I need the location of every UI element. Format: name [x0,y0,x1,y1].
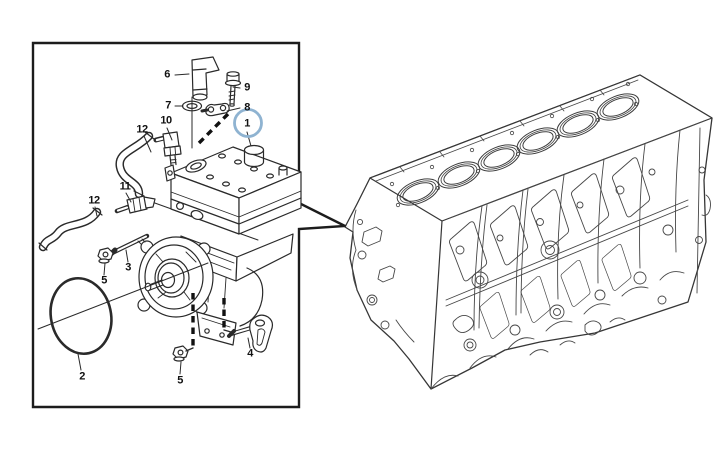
left-end-details [352,209,415,343]
callout-4: 4 [247,347,253,360]
compressor-mount-illustration [196,311,237,346]
front-face-details [452,168,674,356]
part-9-bolt [224,71,242,107]
shaft-centerline [37,262,209,330]
callout-2: 2 [79,370,85,383]
part-10-fitting [153,131,182,166]
front-face-webs [473,129,681,331]
part-2-oring [49,277,113,355]
dashed-assembly-lines [191,112,230,348]
detail-view-illustration [37,56,302,375]
right-end-details [695,127,711,294]
hose-upper-illustration [115,131,155,199]
callout-3: 3 [125,261,131,274]
deck-bolt-holes [389,81,639,208]
callout-1-highlighted: 1 [244,117,250,130]
callout-12-upper: 12 [136,123,148,136]
callout-9: 9 [244,81,250,94]
leader-lines [77,73,252,375]
part-6-elbow [191,56,220,101]
callout-10: 10 [160,114,172,127]
part-4-bracket [227,314,274,353]
engine-block-illustration [344,74,713,390]
callout-11: 11 [119,180,131,193]
part-5-nut-upper [97,247,114,264]
front-face-bays [448,157,651,339]
skirt-arches [430,271,685,390]
hose-lower-illustration [38,207,103,252]
highlight-circle-part-1 [233,108,263,138]
callout-5-lower: 5 [177,374,183,387]
part-5-nut-lower [172,345,189,362]
part-11-fitting [114,195,156,214]
compressor-head-illustration [164,144,302,235]
callout-12-lower: 12 [88,194,100,207]
cylinder-bores [396,93,640,206]
callout-5-upper: 5 [101,274,107,287]
part-8-clamp [200,102,230,117]
callout-8: 8 [244,101,250,114]
callout-7: 7 [165,99,171,112]
compressor-flange-illustration [137,236,214,318]
callout-6: 6 [164,68,170,81]
dashed-line-ticks [185,329,232,352]
